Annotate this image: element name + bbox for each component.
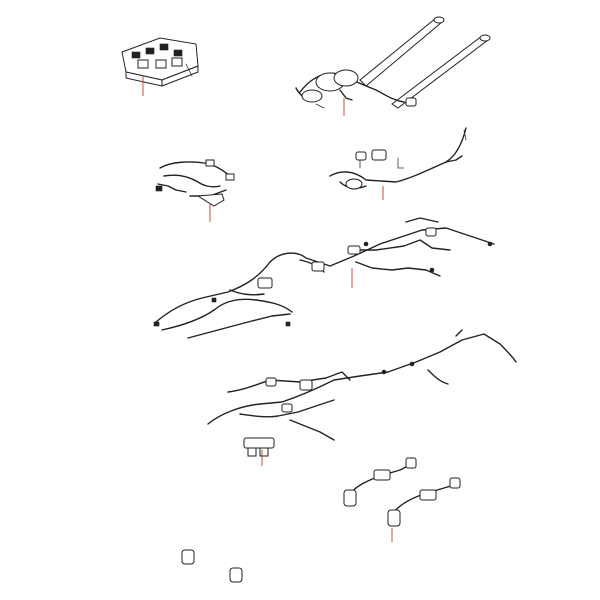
part-3-sub-harness [155,159,235,207]
part-2-battery-cable-harness [295,16,491,109]
part-4-sub-harness [329,127,467,190]
part-1-fuse-block [121,37,199,87]
part-6-floor-harness [207,329,517,457]
loose-connectors [181,549,243,583]
part-5-main-body-harness [153,217,495,339]
part-7-sensor-cables [343,457,461,527]
